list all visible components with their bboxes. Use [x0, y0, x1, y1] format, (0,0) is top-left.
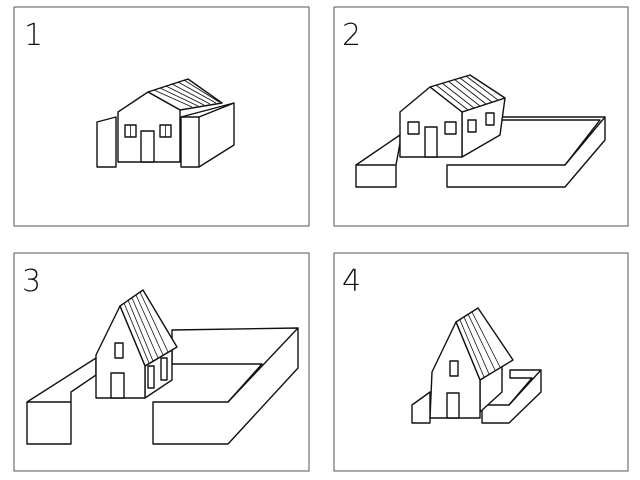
window [407, 121, 420, 135]
right-enclosure [152, 327, 299, 445]
panel-1: 1 [13, 6, 310, 227]
house-drawing [26, 289, 299, 445]
house-drawing [355, 74, 606, 188]
panel-2: 2 [333, 6, 629, 227]
front-wall [117, 91, 181, 163]
door [446, 392, 460, 419]
front-wall [399, 86, 463, 158]
house-drawing [96, 78, 235, 168]
right-enclosure [481, 369, 542, 424]
house-drawing [411, 307, 542, 424]
window [114, 342, 124, 359]
panel-number: 1 [24, 18, 43, 53]
left-enclosure [411, 391, 431, 424]
panel-number: 3 [22, 264, 41, 299]
panel-3: 3 [13, 252, 310, 472]
door [110, 372, 125, 399]
door [140, 130, 155, 163]
right-enclosure [446, 116, 606, 188]
panel-number: 2 [342, 18, 361, 53]
door [424, 126, 438, 158]
panel-number: 4 [342, 264, 361, 299]
window [444, 121, 457, 135]
panel-4: 4 [333, 252, 629, 472]
left-wall-block [96, 116, 117, 168]
window [449, 360, 459, 377]
